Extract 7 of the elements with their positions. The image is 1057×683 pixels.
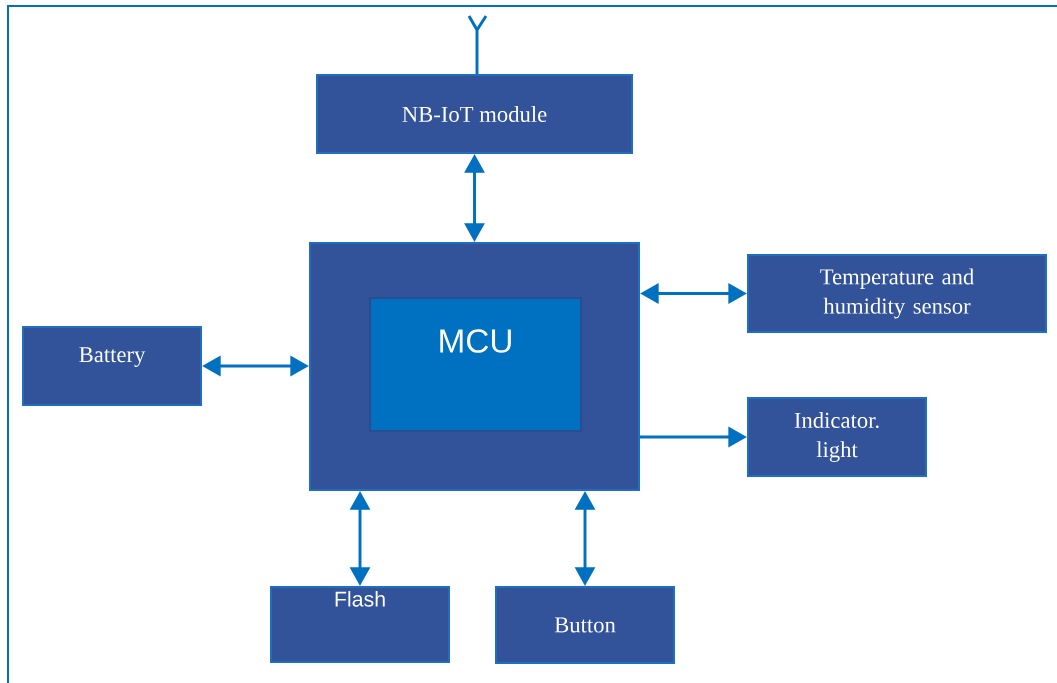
component-box: Battery [22, 326, 202, 406]
component-box: Indicator. light [747, 397, 927, 477]
component-box: Temperature and humidity sensor [747, 254, 1047, 333]
component-box: Button [495, 586, 675, 664]
mcu-chip: MCU [369, 297, 582, 432]
component-box: NB-IoT module [316, 74, 633, 154]
component-box: Flash [270, 586, 450, 663]
